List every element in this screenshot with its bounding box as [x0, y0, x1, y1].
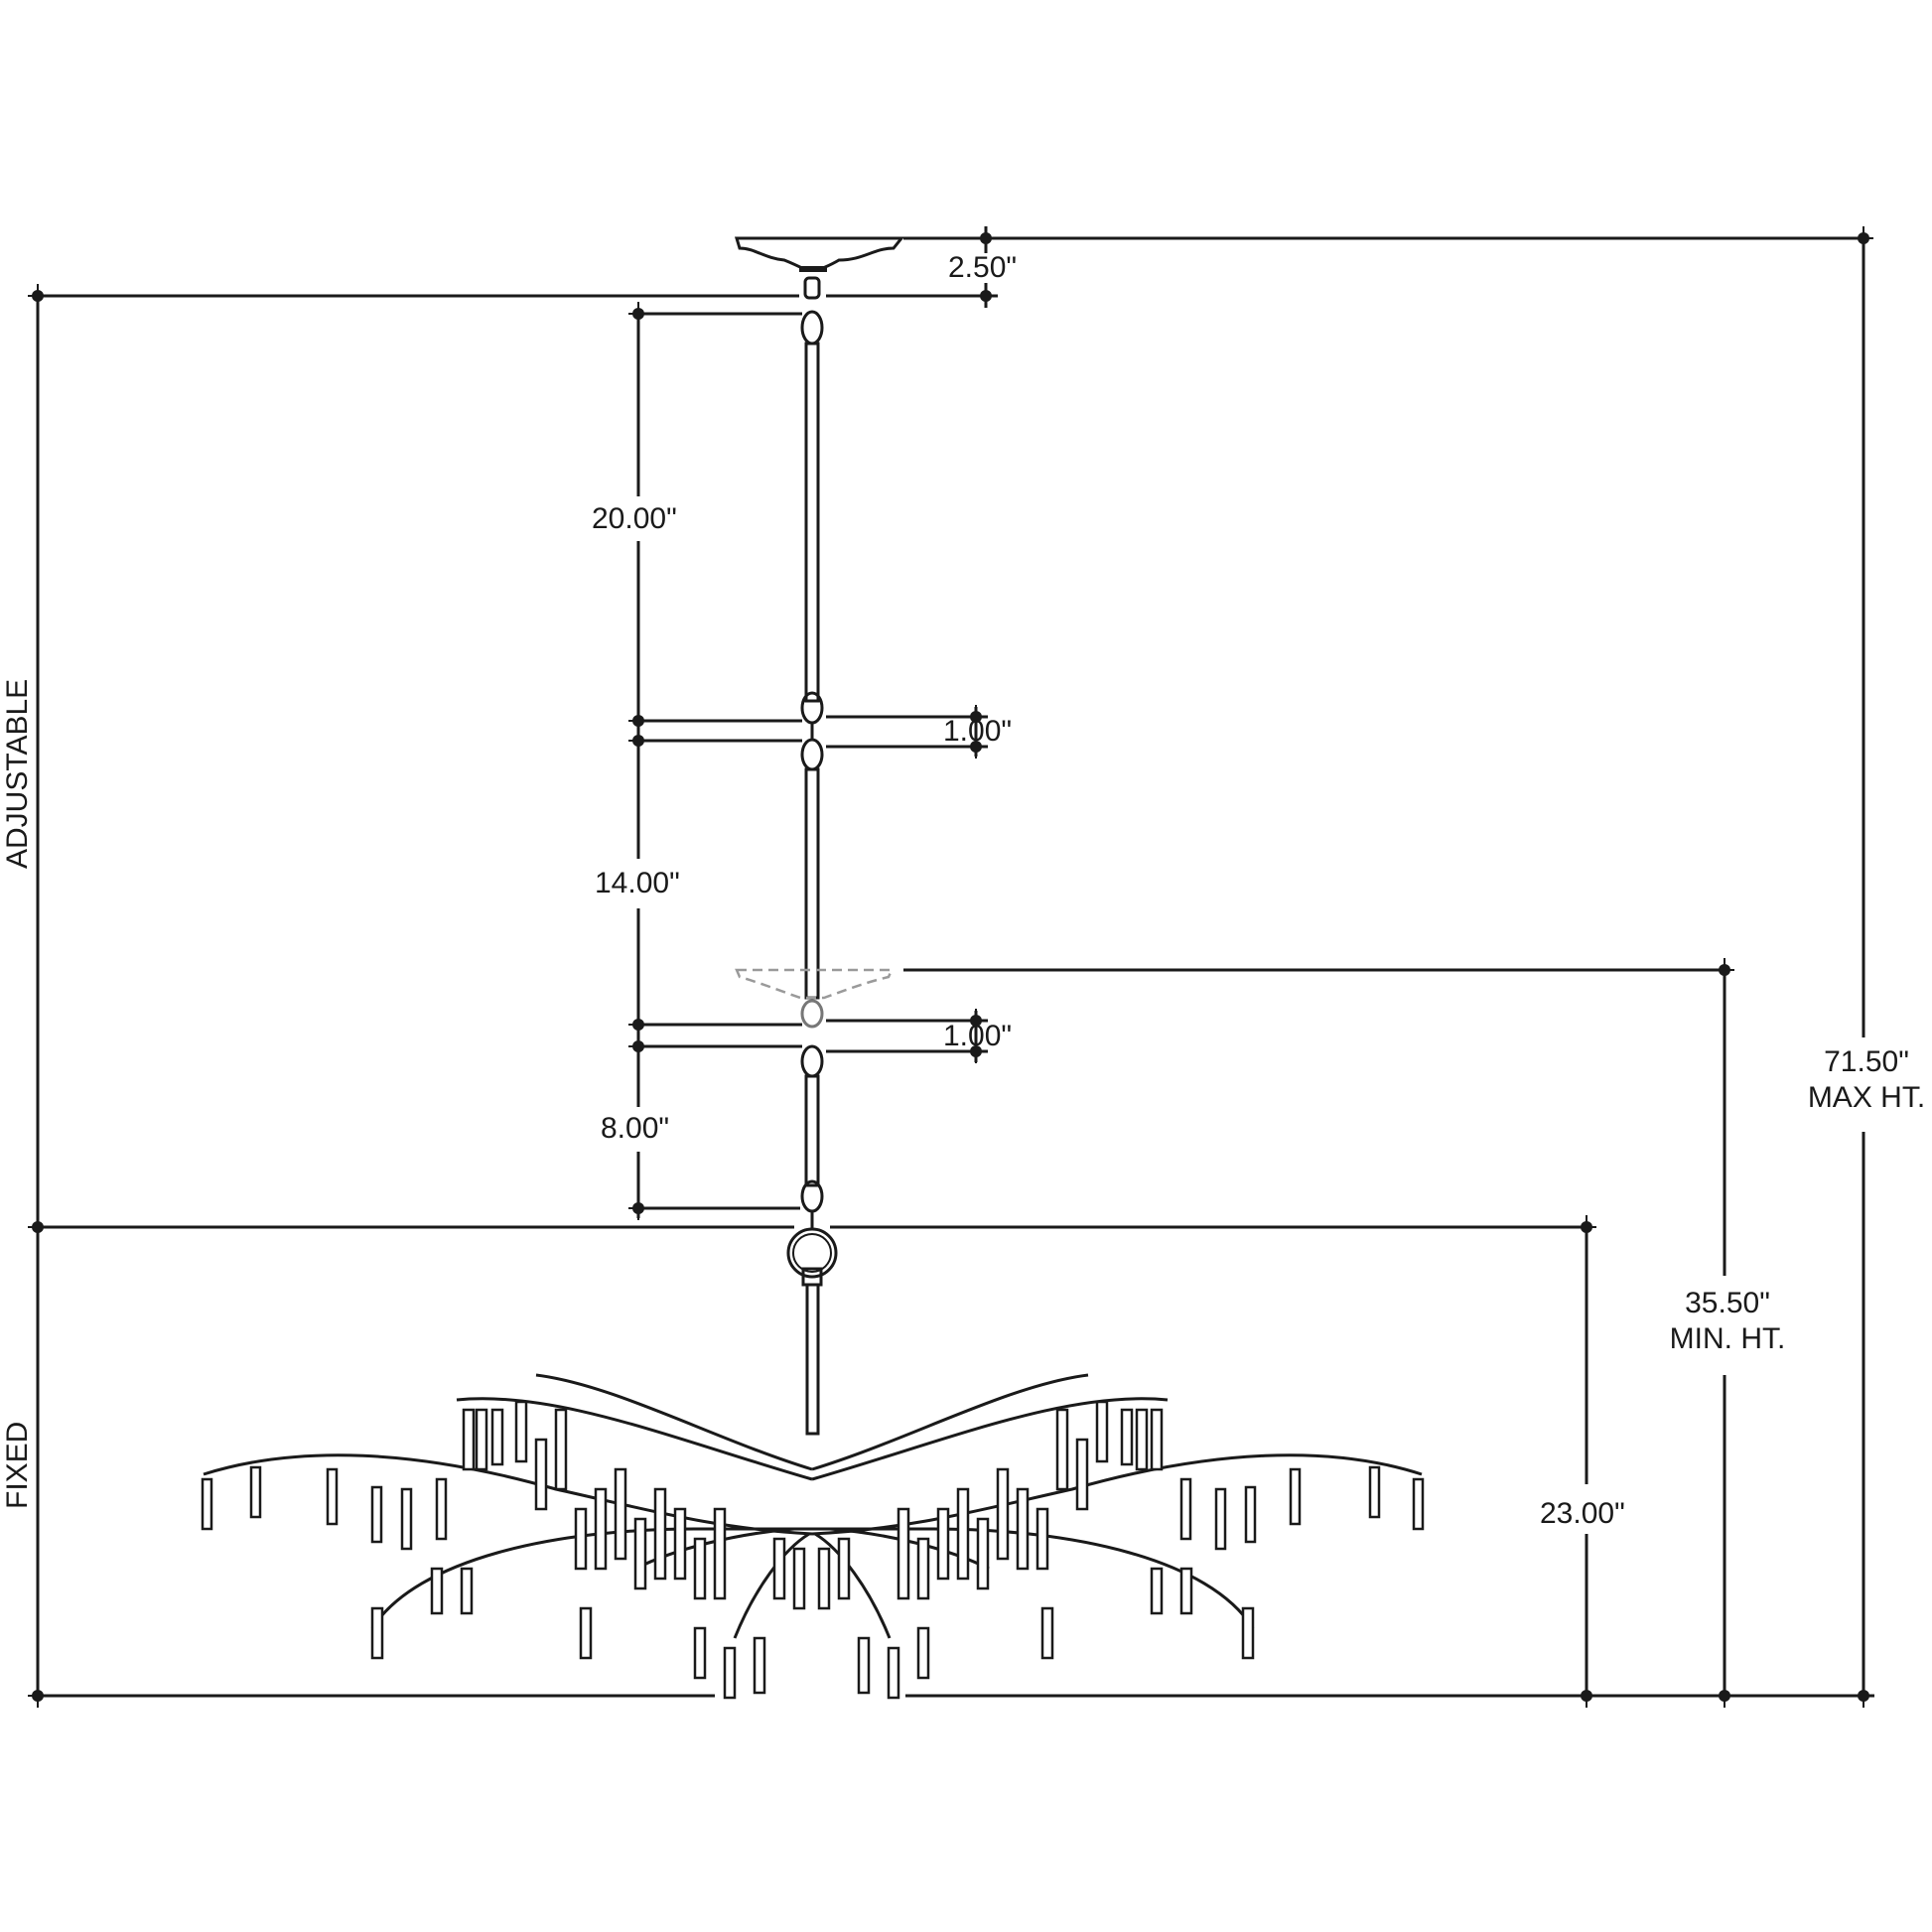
- dim-rod-2: 14.00": [595, 866, 680, 901]
- section-label-adjustable: ADJUSTABLE: [1, 678, 34, 869]
- chandelier-body: [203, 1373, 1423, 1639]
- dimension-points: [27, 225, 1874, 1709]
- canopy: [734, 236, 905, 272]
- min-height-label: MIN. HT.: [1669, 1322, 1786, 1355]
- crystal-prisms: [201, 1400, 1425, 1700]
- dim-max-height: 71.50" MAX HT.: [1808, 1044, 1925, 1116]
- min-height-value: 35.50": [1685, 1287, 1770, 1319]
- max-height-value: 71.50": [1824, 1045, 1909, 1078]
- dim-link-1: 1.00": [943, 715, 1013, 748]
- dim-min-height: 35.50" MIN. HT.: [1670, 1286, 1785, 1357]
- dim-fixture-height: 23.00": [1540, 1496, 1625, 1532]
- min-canopy-outline: [735, 968, 894, 1000]
- section-label-fixed: FIXED: [1, 1421, 34, 1509]
- dim-rod-1: 20.00": [592, 501, 677, 537]
- dim-rod-3: 8.00": [601, 1111, 670, 1147]
- dim-link-2: 1.00": [943, 1020, 1013, 1052]
- max-height-label: MAX HT.: [1807, 1081, 1926, 1114]
- dim-canopy-height: 2.50": [948, 251, 1018, 284]
